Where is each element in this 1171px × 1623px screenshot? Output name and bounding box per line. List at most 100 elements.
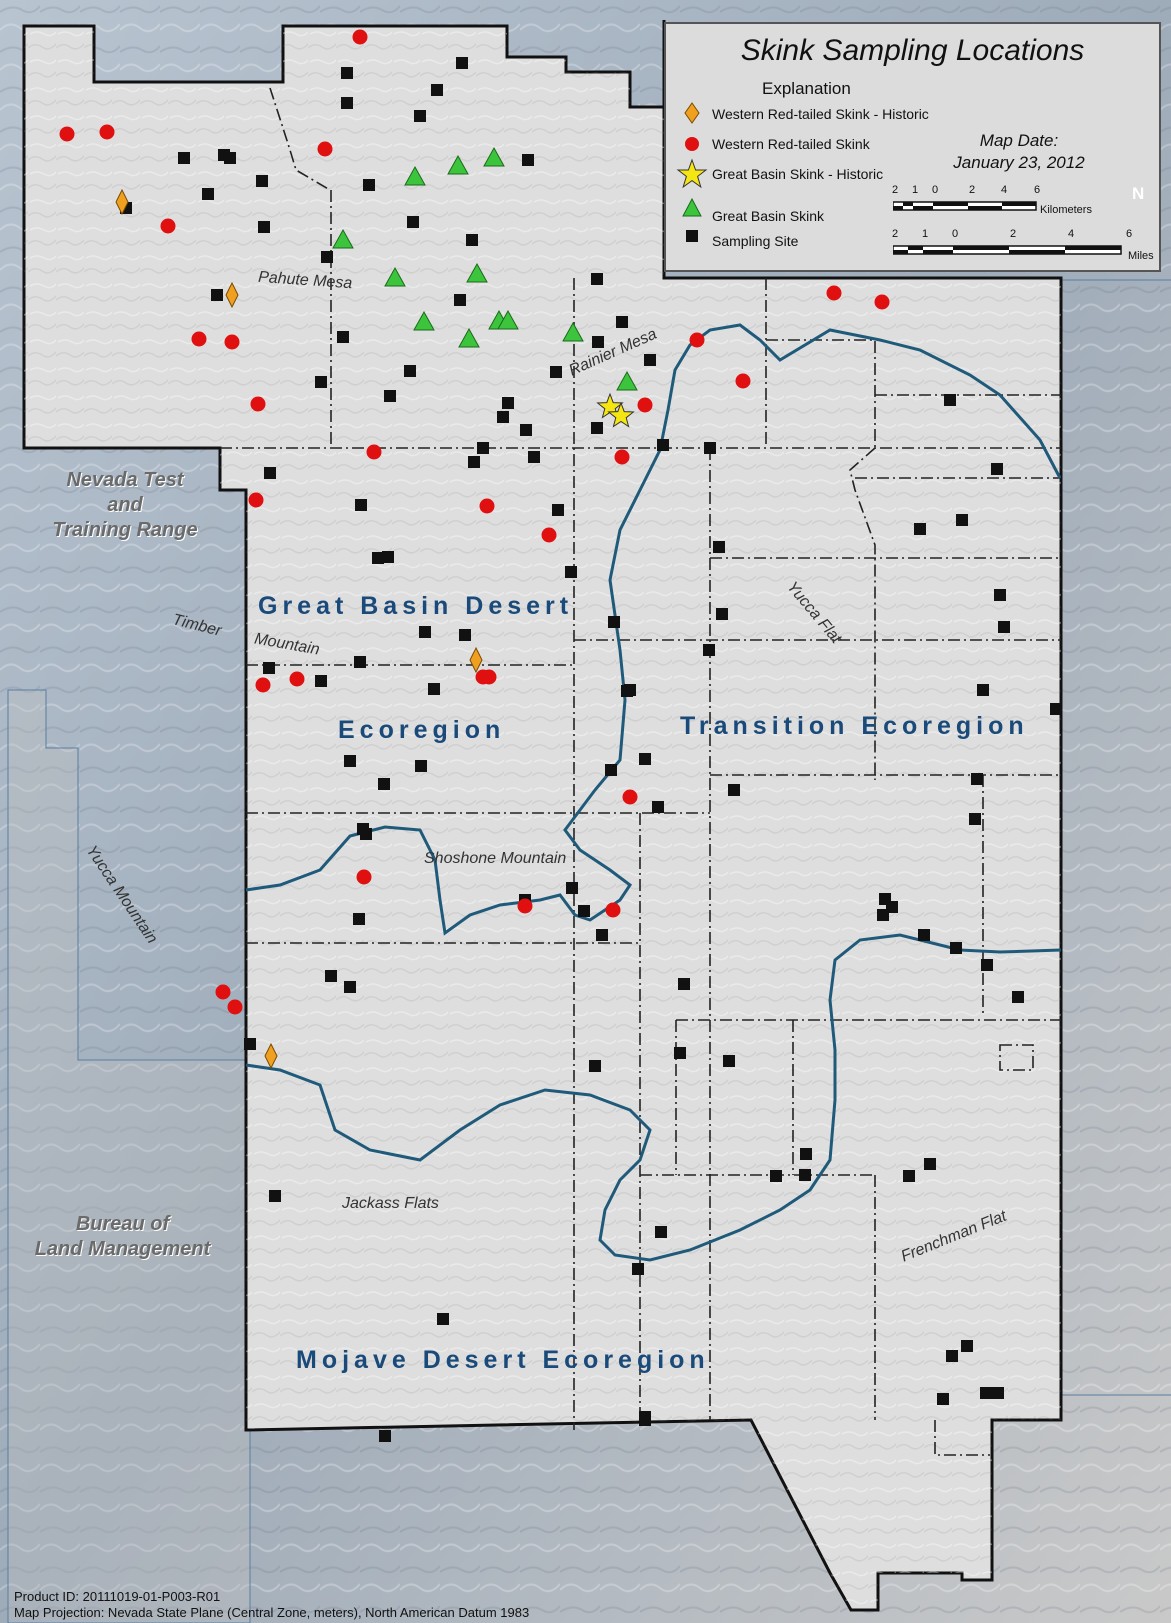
mi-tick-label: 2 [892,228,899,240]
great-basin-skink-marker [497,309,519,330]
sampling-site-marker [459,629,471,641]
sampling-site-marker [589,1060,601,1072]
sampling-site-marker [799,1169,811,1181]
red-tailed-skink-marker [517,898,533,914]
sampling-site-marker [244,1038,256,1050]
legend: Skink Sampling Locations Explanation Wes… [664,22,1161,272]
sampling-site-marker [946,1350,958,1362]
sampling-site-marker [596,929,608,941]
nttr-label-line: Training Range [52,519,198,541]
km-unit: Kilometers [1040,204,1092,216]
red-tailed-skink-marker [224,334,240,350]
sampling-site-marker [456,57,468,69]
sampling-site-marker [1050,703,1062,715]
map-date: Map Date: January 23, 2012 [944,130,1094,174]
sampling-site-marker [256,175,268,187]
sampling-site-marker [704,442,716,454]
sampling-site-marker [344,755,356,767]
eco-label-mojave: Mojave Desert Ecoregion [296,1346,710,1374]
sampling-site-marker [918,929,930,941]
sampling-site-marker [550,366,562,378]
sampling-site-marker [269,1190,281,1202]
red-tailed-skink-marker [215,984,231,1000]
sampling-site-marker [723,1055,735,1067]
product-id: Product ID: 20111019-01-P003-R01 [14,1589,221,1604]
map-date-label: Map Date: [979,131,1059,150]
km-tick-label: 0 [932,184,939,196]
sampling-site-marker [674,1047,686,1059]
sampling-site-marker [341,67,353,79]
red-tailed-skink-marker [317,141,333,157]
sampling-site-marker [202,188,214,200]
sampling-site-marker [980,1387,992,1399]
sampling-site-marker [632,1263,644,1275]
sampling-site-marker [591,273,603,285]
sampling-site-marker [315,675,327,687]
legend-item-sampling-site: Sampling Site [712,233,799,249]
red-tailed-skink-marker [366,444,382,460]
great-basin-skink-marker [384,266,406,287]
legend-item-great-basin-historic: Great Basin Skink - Historic [712,166,884,182]
red-tailed-skink-marker [59,126,75,142]
sampling-site-marker [258,221,270,233]
sampling-site-marker [998,621,1010,633]
sampling-site-marker [800,1148,812,1160]
sampling-site-marker [468,456,480,468]
nttr-label-line: Nevada Test [66,469,184,491]
orange-diamond-icon [684,102,700,124]
great-basin-skink-marker [447,154,469,175]
red-tailed-skink-historic-marker [115,188,129,216]
map-projection: Map Projection: Nevada State Plane (Cent… [14,1605,530,1620]
red-tailed-skink-marker [289,671,305,687]
red-tailed-skink-marker [352,29,368,45]
sampling-site-marker [914,523,926,535]
sampling-site-marker [944,394,956,406]
sampling-site-marker [903,1170,915,1182]
sampling-site-marker [566,882,578,894]
sampling-site-marker [616,316,628,328]
sampling-site-marker [552,504,564,516]
east-area-outline [1060,279,1171,1396]
nttr-label-line: and [107,494,143,516]
sampling-site-marker [224,152,236,164]
sampling-site-marker [404,365,416,377]
great-basin-skink-historic-marker [607,401,635,428]
sampling-site-marker [937,1393,949,1405]
sampling-site-marker [924,1158,936,1170]
sampling-site-marker [578,905,590,917]
sampling-site-marker [437,1313,449,1325]
great-basin-skink-marker [466,262,488,283]
sampling-site-marker [956,514,968,526]
sampling-site-marker [321,251,333,263]
sampling-site-marker [419,626,431,638]
sampling-site-marker [639,1414,651,1426]
sampling-site-marker [454,294,466,306]
sampling-site-marker [428,683,440,695]
sampling-site-marker [341,97,353,109]
red-tailed-skink-marker [874,294,890,310]
mi-tick-label: 6 [1126,228,1133,240]
red-tailed-skink-marker [735,373,751,389]
sampling-site-marker [497,411,509,423]
sampling-site-marker [528,451,540,463]
sampling-site-marker [961,1340,973,1352]
sampling-site-marker [565,566,577,578]
eco-label-great-basin-2: Ecoregion [338,716,506,744]
red-tailed-skink-historic-marker [225,281,239,309]
sampling-site-marker [520,424,532,436]
green-triangle-icon [682,197,702,217]
sampling-site-marker [877,909,889,921]
sampling-site-marker [624,684,636,696]
red-tailed-skink-marker [160,218,176,234]
sampling-site-marker [178,152,190,164]
sampling-site-marker [211,289,223,301]
legend-item-red-tailed: Western Red-tailed Skink [712,136,870,152]
legend-title: Skink Sampling Locations [740,34,1085,67]
blm-label-line: Land Management [34,1238,211,1260]
great-basin-skink-marker [483,146,505,167]
place-shoshone-mountain: Shoshone Mountain [424,850,567,867]
great-basin-skink-marker [458,327,480,348]
red-tailed-skink-marker [99,124,115,140]
mi-tick-label: 2 [1010,228,1017,240]
